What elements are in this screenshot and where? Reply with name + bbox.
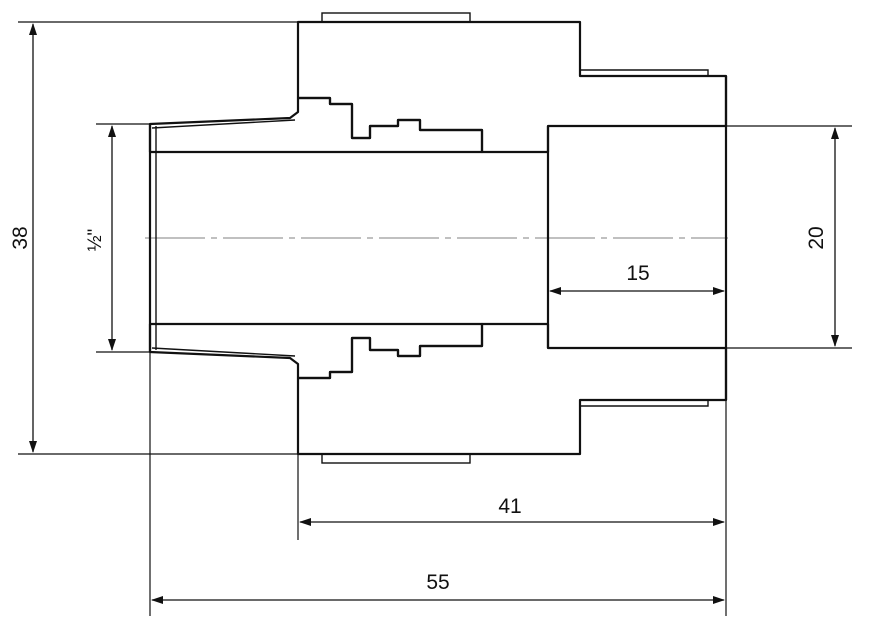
fitting-body-bottom xyxy=(148,322,728,464)
dim-overall-diameter: 38 xyxy=(9,21,298,455)
dim-label-20: 20 xyxy=(805,226,828,249)
dim-total-length: 55 xyxy=(149,352,727,616)
dim-label-41: 41 xyxy=(498,495,521,518)
fitting-body-top xyxy=(148,12,728,154)
dim-thread-size: ½" xyxy=(85,123,150,353)
dim-socket-depth: 15 xyxy=(549,262,725,295)
dim-socket-diameter: 20 xyxy=(726,125,852,349)
dim-label-38: 38 xyxy=(9,226,32,249)
bore-outline xyxy=(148,76,728,400)
dim-label-15: 15 xyxy=(626,262,649,285)
dim-label-half-inch: ½" xyxy=(85,229,106,252)
dim-label-55: 55 xyxy=(426,571,449,594)
dim-body-length: 41 xyxy=(297,400,727,540)
